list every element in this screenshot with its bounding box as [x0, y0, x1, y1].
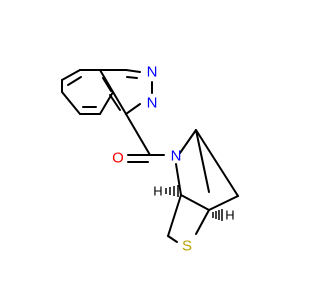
bond-ch2-top-bridgehead — [195, 129, 210, 193]
bond-c1-c2-inner — [67, 76, 82, 86]
atom-n3: N — [171, 148, 182, 165]
bond-c3-c4-inner — [102, 77, 112, 92]
bond-layer — [61, 69, 239, 243]
bond-bridgehead-left-right — [180, 194, 210, 211]
bond-n3-bridgehead-left — [175, 163, 182, 196]
stereo-bond-right — [212, 209, 223, 221]
bond-n3-ch2-top — [179, 129, 197, 154]
bond-c6-c1 — [61, 91, 81, 115]
atom-n2: N — [147, 95, 158, 112]
atom-n1: N — [147, 64, 158, 81]
bond-c7-n1-inner — [126, 76, 138, 79]
atom-h2: H — [225, 208, 234, 223]
bond-c8-c4-inner — [109, 94, 121, 111]
molecule-diagram: N N O N S H H — [61, 64, 239, 255]
bond-c3-c4 — [99, 69, 114, 93]
atom-s1: S — [182, 238, 192, 255]
bond-n2-c8 — [125, 103, 141, 115]
bond-ch2-bottom-s — [167, 235, 178, 243]
atom-h1: H — [153, 184, 162, 199]
bond-c8-carbonyl — [125, 113, 151, 156]
bond-bridgehead-right-cyclo — [208, 195, 239, 211]
bond-bridgehead-left-ch2-bottom — [167, 194, 182, 237]
atom-o1: O — [112, 150, 124, 167]
bond-c1-c2 — [61, 69, 81, 81]
atom-label-layer: N N O N S H H — [112, 64, 235, 255]
bond-c8-c4 — [112, 91, 127, 115]
bond-cyclo-bridgehead-left — [195, 129, 239, 197]
bond-s-bridgehead-right — [195, 209, 210, 235]
bond-c7-n1 — [125, 69, 141, 73]
stereo-bond-left — [165, 185, 179, 197]
